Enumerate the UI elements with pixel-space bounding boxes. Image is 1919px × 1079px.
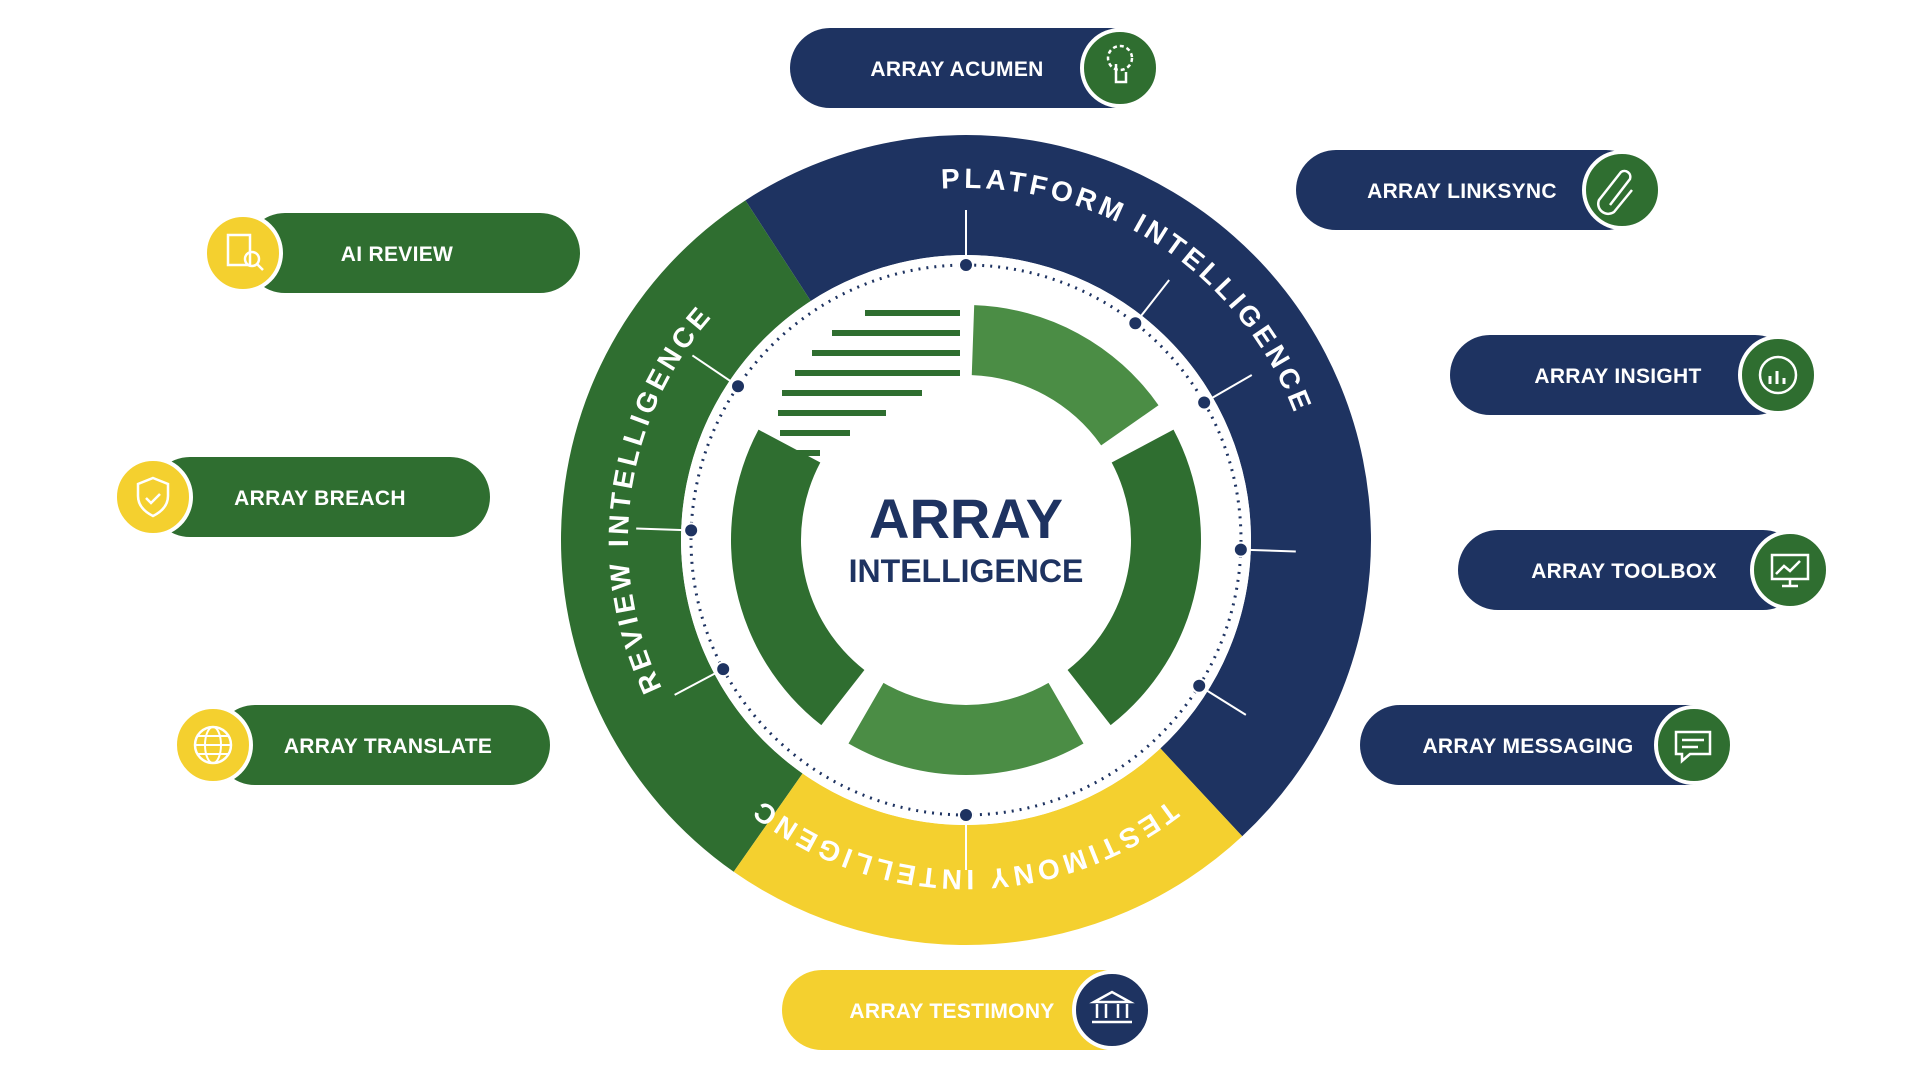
center-title: ARRAY [869,487,1063,550]
connector-tick [1203,374,1253,404]
outer-ring [560,135,1371,946]
monitor-chart-icon [1750,530,1830,610]
analytics-icon [1738,335,1818,415]
center-subtitle: INTELLIGENCE [849,553,1084,589]
connector-node [1196,394,1213,411]
array-translate-pill[interactable]: ARRAY TRANSLATE [173,705,550,785]
donut-segment-left [731,429,865,726]
connector-node [730,378,747,395]
shield-icon [113,457,193,537]
connector-tick [691,354,739,388]
array-toolbox-pill[interactable]: ARRAY TOOLBOX [1458,530,1830,610]
connector-node [715,661,732,678]
gear-hand-icon [1080,28,1160,108]
inner-donut [731,305,1201,775]
array-testimony-pill[interactable]: ARRAY TESTIMONY [782,970,1152,1050]
document-search-icon [203,213,283,293]
connector-nodes [636,210,1296,870]
pill-label: ARRAY LINKSYNC [1367,180,1557,203]
array-insight-pill[interactable]: ARRAY INSIGHT [1450,335,1818,415]
donut-segment-bottom [848,682,1084,775]
pill-label: AI REVIEW [341,243,453,266]
ai-review-pill[interactable]: AI REVIEW [203,213,580,293]
connector-node [958,807,974,823]
connector-tick [1198,684,1247,716]
array-breach-pill[interactable]: ARRAY BREACH [113,457,490,537]
courthouse-icon [1072,970,1152,1050]
pill-label: ARRAY ACUMEN [870,58,1043,81]
dotted-ring [689,263,1243,817]
paperclip-icon [1582,150,1662,230]
pill-label: ARRAY TESTIMONY [849,1000,1054,1023]
pill-label: ARRAY TOOLBOX [1531,560,1717,583]
chat-icon [1654,705,1734,785]
pill-label: ARRAY BREACH [234,487,406,510]
connector-tick [1240,548,1296,553]
connector-node [1191,677,1208,694]
pill-label: ARRAY TRANSLATE [284,735,492,758]
array-acumen-pill[interactable]: ARRAY ACUMEN [790,28,1160,108]
review-ring-segment [560,200,811,872]
connector-tick [674,668,724,696]
connector-node [1127,315,1144,332]
connector-node [1232,541,1249,558]
donut-segment-top-right [971,305,1159,446]
donut-segment-right [1067,429,1201,726]
striped-segment [778,310,960,456]
platform-ring-segment [745,135,1371,837]
testimony-ring-segment [733,748,1243,946]
connector-tick [636,527,692,532]
globe-icon [173,705,253,785]
connector-node [683,522,700,539]
pill-label: ARRAY MESSAGING [1422,735,1633,758]
connector-node [958,257,974,273]
array-linksync-pill[interactable]: ARRAY LINKSYNC [1296,150,1662,230]
connector-tick [1134,279,1170,324]
pill-label: ARRAY INSIGHT [1534,365,1701,388]
array-messaging-pill[interactable]: ARRAY MESSAGING [1360,705,1734,785]
